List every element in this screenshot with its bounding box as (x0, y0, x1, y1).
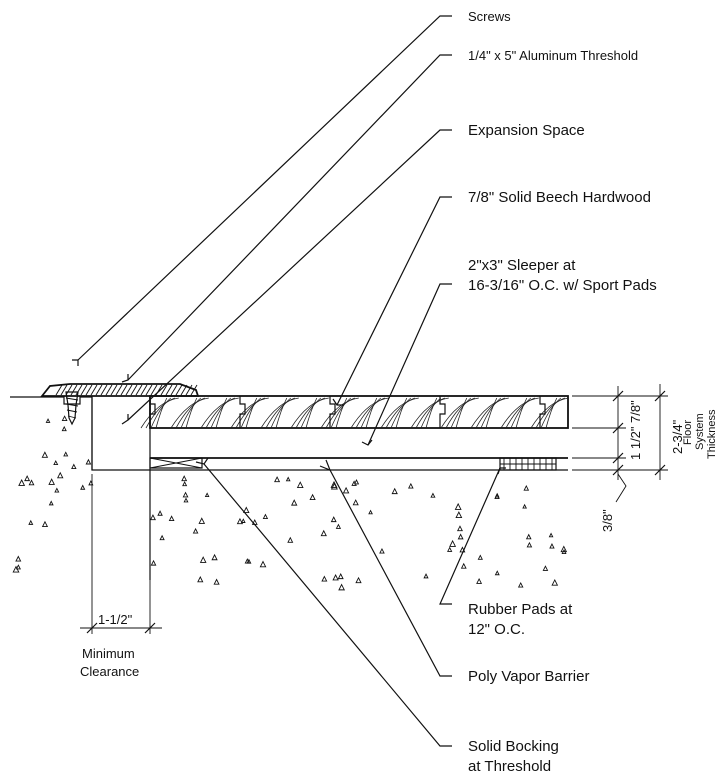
screw (65, 391, 79, 426)
label-hardwood: 7/8" Solid Beech Hardwood (468, 189, 651, 206)
dim-system-total: 2-3/4" (670, 419, 685, 454)
label-blocking-line1: Solid Bocking (468, 738, 559, 755)
label-blocking-line2: at Threshold (468, 758, 551, 775)
leader-lines (72, 15, 506, 747)
rubber-pad (499, 457, 557, 471)
dim-clearance-label-line2: Clearance (80, 664, 139, 679)
concrete-aggregate (12, 415, 568, 591)
label-sleeper-line2: 16-3/16" O.C. w/ Sport Pads (468, 277, 657, 294)
label-screws: Screws (468, 9, 511, 24)
concrete-slab (10, 396, 568, 591)
dim-hardwood: 7/8" (628, 400, 643, 423)
label-rubber-pads-line1: Rubber Pads at (468, 601, 573, 618)
clearance-dimension (80, 474, 162, 634)
dim-system-label-line1: Floor (682, 420, 694, 445)
dim-system-label-line3: Thickness (706, 409, 718, 459)
label-threshold: 1/4" x 5" Aluminum Threshold (468, 48, 638, 63)
aluminum-threshold (40, 383, 200, 397)
label-vapor-barrier: Poly Vapor Barrier (468, 668, 589, 685)
callout-labels: Screws 1/4" x 5" Aluminum Threshold Expa… (468, 9, 657, 775)
hardwood-layer (140, 395, 569, 429)
dimension-labels: 7/8" 1 1/2" 3/8" 2-3/4" Floor System Thi… (80, 400, 718, 679)
dim-clearance-label-line1: Minimum (82, 646, 135, 661)
vertical-dimensions (572, 384, 668, 503)
dim-sleeper: 1 1/2" (628, 426, 643, 460)
label-expansion-space: Expansion Space (468, 122, 585, 139)
solid-blocking (149, 457, 203, 469)
label-rubber-pads-line2: 12" O.C. (468, 621, 525, 638)
label-sleeper-line1: 2"x3" Sleeper at (468, 257, 576, 274)
dim-system-label-line2: System (694, 413, 706, 450)
dim-clearance: 1-1/2" (98, 612, 133, 627)
dim-pad: 3/8" (600, 509, 615, 532)
